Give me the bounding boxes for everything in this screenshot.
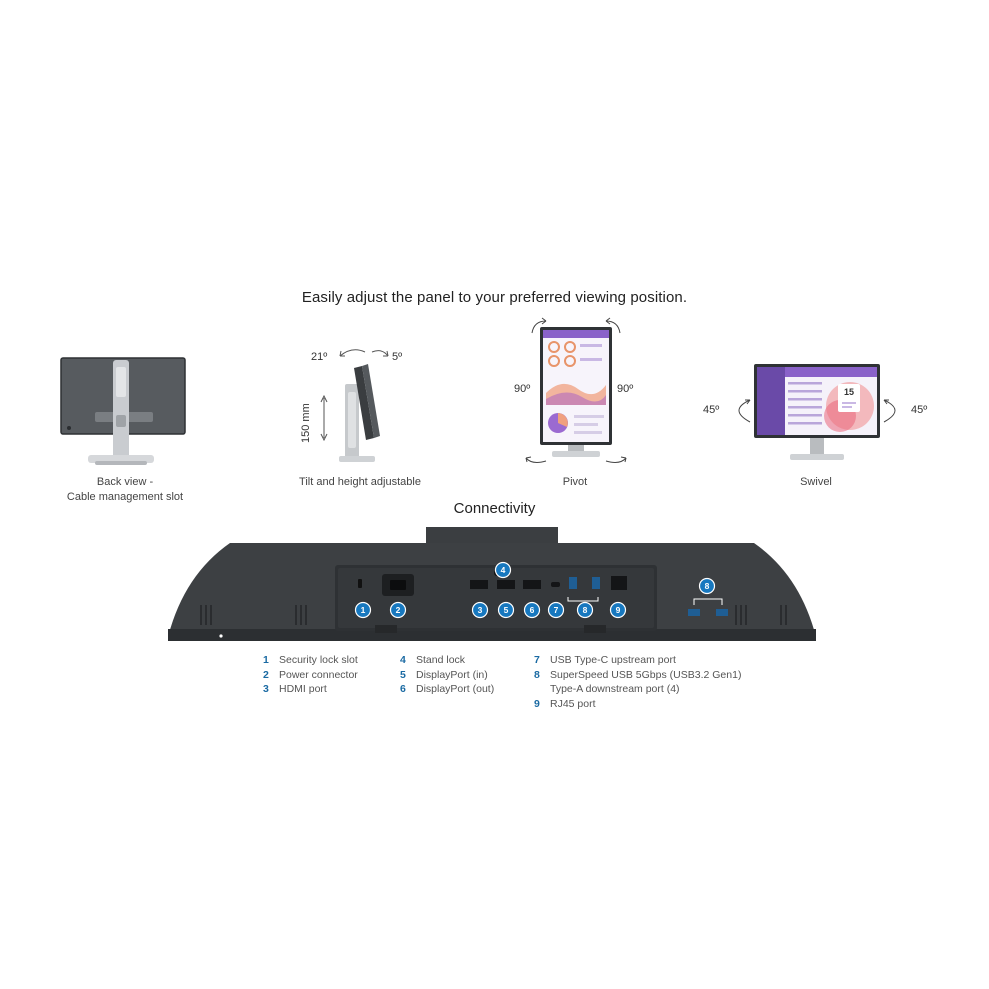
svg-text:1: 1 (361, 605, 366, 615)
badge-6: 6 (523, 601, 541, 619)
tilt-forward-angle: 5º (392, 351, 403, 363)
pivot-right-angle: 90º (617, 383, 634, 395)
badge-4: 4 (494, 561, 512, 579)
svg-text:6: 6 (530, 605, 535, 615)
badge-3: 3 (471, 601, 489, 619)
svg-text:5: 5 (504, 605, 509, 615)
badge-2: 2 (389, 601, 407, 619)
legend-item-8-continued: Type-A downstream port (4) (550, 683, 680, 696)
back-view-caption: Back view - Cable management slot (66, 476, 184, 503)
badge-7: 7 (547, 601, 565, 619)
pivot-monitor-image (525, 317, 627, 463)
badge-1: 1 (354, 601, 372, 619)
tilt-caption: Tilt and height adjustable (299, 476, 421, 488)
swivel-caption: Swivel (800, 476, 832, 488)
connectivity-title: Connectivity (453, 500, 536, 517)
tilt-back-angle: 21º (311, 351, 328, 363)
swivel-left-angle: 45º (703, 404, 720, 416)
svg-text:2: 2 (396, 605, 401, 615)
headline: Easily adjust the panel to your preferre… (301, 289, 688, 306)
badge-9: 9 (609, 601, 627, 619)
swivel-monitor-image: 15 (738, 364, 896, 460)
swivel-right-angle: 45º (911, 404, 928, 416)
pivot-left-angle: 90º (514, 383, 531, 395)
svg-text:7: 7 (554, 605, 559, 615)
badge-8-side: 8 (698, 577, 716, 595)
monitor-underside-image: 1 2 3 4 5 6 7 8 9 8 (168, 527, 816, 641)
svg-text:8: 8 (705, 581, 710, 591)
svg-text:9: 9 (616, 605, 621, 615)
badge-8: 8 (576, 601, 594, 619)
svg-text:8: 8 (583, 605, 588, 615)
svg-text:4: 4 (501, 565, 506, 575)
back-view-monitor-image (60, 357, 186, 465)
swivel-screen-number: 15 (844, 387, 854, 397)
pivot-caption: Pivot (562, 476, 588, 488)
tilt-monitor-image (320, 349, 389, 462)
badge-5: 5 (497, 601, 515, 619)
svg-text:3: 3 (478, 605, 483, 615)
